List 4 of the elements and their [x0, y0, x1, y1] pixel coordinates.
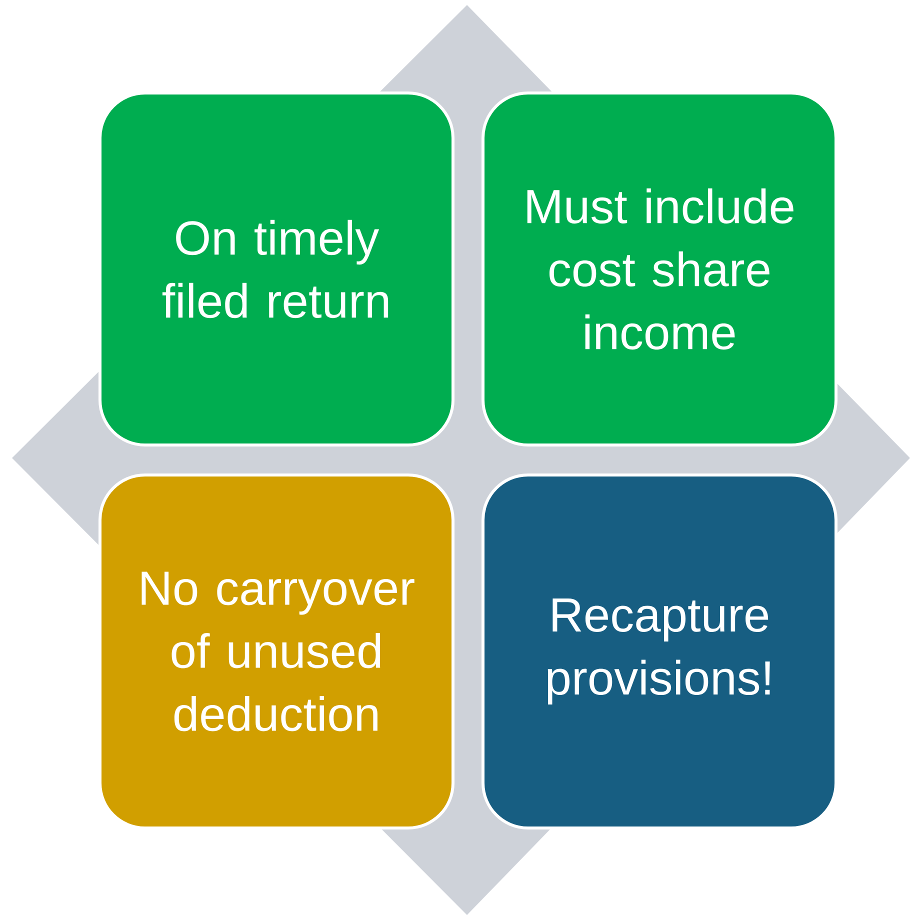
- text-box: On timely filed return: [98, 92, 454, 446]
- text-box: Recapture provisions!: [482, 474, 838, 830]
- text-box: Must include cost share income: [482, 92, 838, 446]
- text-box: No carryover of unused deduction: [98, 474, 454, 830]
